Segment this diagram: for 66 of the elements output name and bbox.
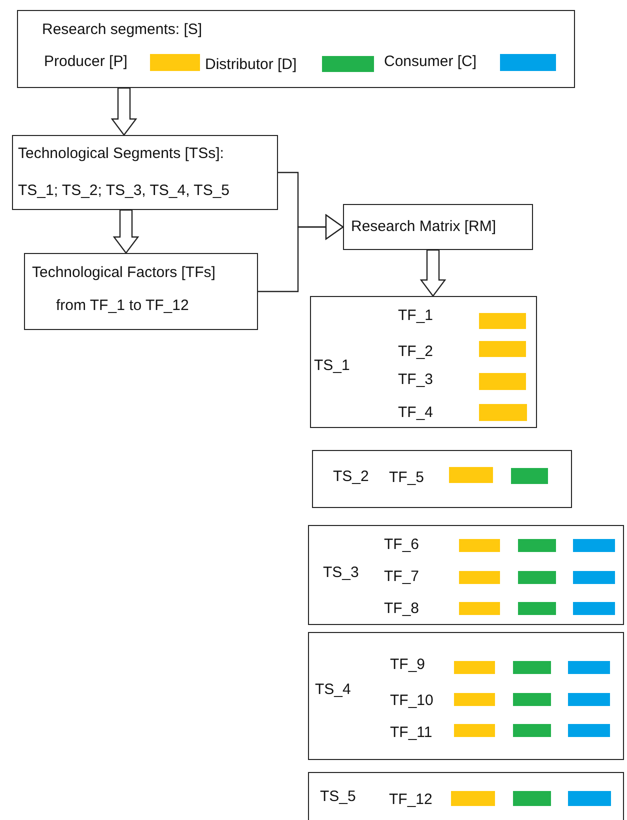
factor-label: TF_9 [390, 655, 426, 674]
color-bar [449, 467, 493, 483]
color-bar [454, 693, 495, 706]
text-box [308, 525, 624, 625]
color-bar [573, 571, 615, 584]
color-bar [568, 661, 610, 674]
color-bar [454, 661, 495, 674]
color-bar [573, 539, 615, 552]
color-bar [479, 373, 526, 390]
block-arrow [258, 214, 344, 292]
text-box [12, 135, 278, 210]
box-heading: TS_4 [315, 680, 351, 699]
factor-label: TF_6 [384, 535, 420, 554]
color-bar [511, 468, 548, 484]
color-bar [454, 724, 495, 737]
factor-label: TF_8 [384, 599, 420, 618]
box-text: from TF_1 to TF_12 [56, 296, 189, 315]
color-bar [479, 404, 527, 421]
legend-label: Consumer [C] [384, 52, 477, 71]
factor-label: TF_3 [398, 370, 434, 389]
box-heading: Technological Segments [TSs]: [18, 144, 224, 163]
color-bar [573, 602, 615, 615]
box-heading: TS_1 [314, 356, 350, 375]
legend-label: Distributor [D] [205, 55, 297, 74]
color-bar [451, 791, 495, 806]
text-box [308, 632, 624, 760]
factor-label: TF_12 [389, 790, 432, 809]
block-arrow [110, 87, 138, 136]
color-bar [479, 341, 526, 357]
color-bar [459, 602, 500, 615]
legend-label: Producer [P] [44, 52, 128, 71]
text-box [24, 253, 258, 330]
text-box [312, 450, 572, 508]
color-bar [459, 571, 500, 584]
color-bar [518, 539, 556, 552]
factor-label: TF_2 [398, 342, 434, 361]
block-arrow [420, 249, 446, 297]
color-bar [459, 539, 500, 552]
box-text: TS_1; TS_2; TS_3, TS_4, TS_5 [18, 181, 230, 200]
factor-label: TF_4 [398, 403, 434, 422]
color-bar [568, 791, 611, 806]
factor-label: TF_7 [384, 567, 420, 586]
color-bar [479, 313, 526, 329]
factor-label: TF_10 [390, 691, 434, 710]
color-bar [513, 693, 551, 706]
color-bar [518, 602, 556, 615]
color-bar [513, 661, 551, 674]
text-box [310, 296, 537, 428]
text-box [17, 10, 575, 88]
factor-label: TF_1 [398, 306, 434, 325]
color-bar [513, 724, 551, 737]
color-bar [518, 571, 556, 584]
box-heading: Research Matrix [RM] [351, 217, 496, 236]
color-bar [568, 693, 610, 706]
text-box [308, 772, 624, 820]
factor-label: TF_5 [389, 468, 424, 487]
color-bar [513, 791, 551, 806]
color-bar [568, 724, 610, 737]
box-heading: TS_3 [323, 563, 359, 582]
factor-label: TF_11 [390, 723, 432, 742]
block-arrow [112, 209, 140, 254]
box-heading: TS_2 [333, 467, 369, 486]
box-heading: TS_5 [320, 787, 356, 806]
box-heading: Technological Factors [TFs] [32, 263, 216, 282]
text-box [343, 204, 533, 250]
box-heading: Research segments: [S] [42, 20, 202, 39]
